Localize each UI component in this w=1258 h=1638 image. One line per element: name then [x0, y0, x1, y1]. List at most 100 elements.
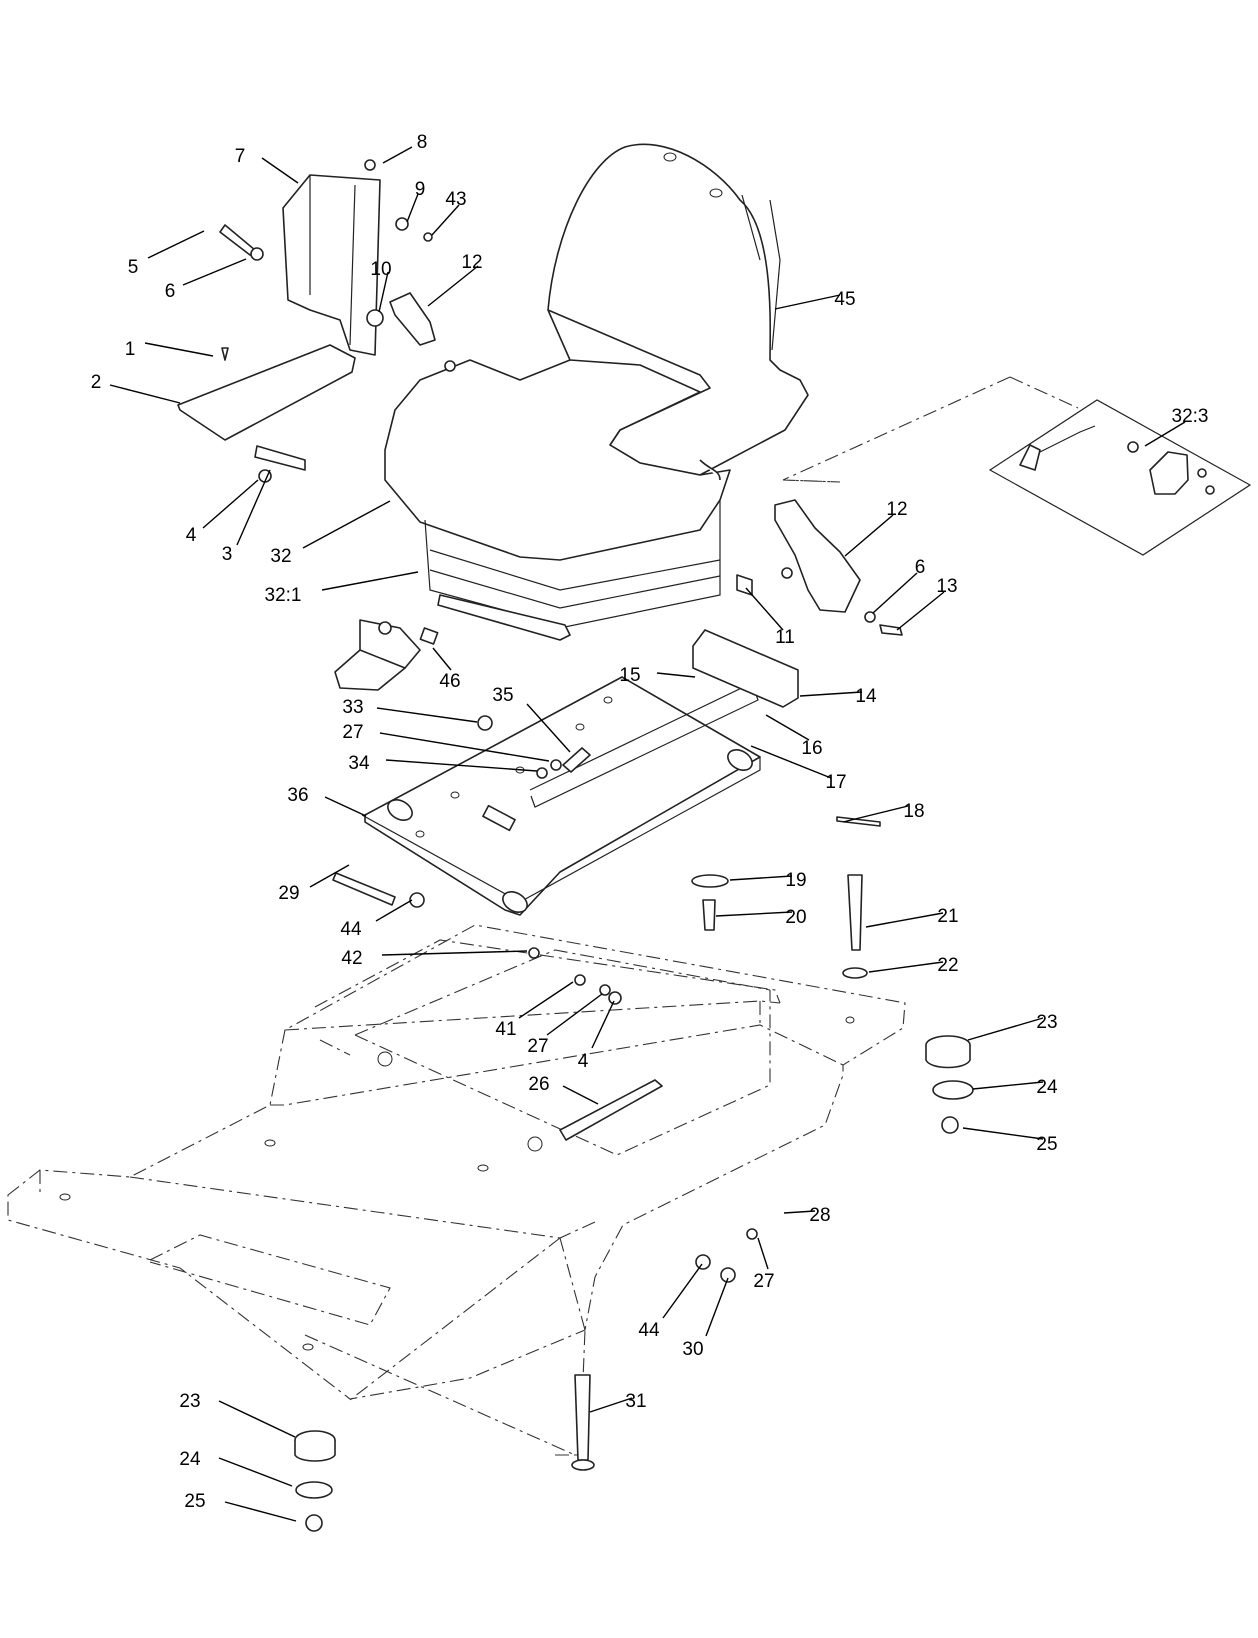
callout-10: 10 [370, 259, 392, 313]
leader-line [379, 732, 550, 762]
callout-label: 22 [937, 955, 958, 976]
leader-line [147, 230, 205, 259]
leader-line [302, 500, 391, 549]
leader-line [385, 759, 538, 772]
callout-label: 45 [834, 289, 855, 310]
callout-label: 6 [915, 557, 926, 578]
leader-line [591, 1000, 615, 1049]
callout-46: 46 [432, 647, 461, 692]
leader-line [518, 981, 574, 1019]
leader-line [896, 591, 945, 631]
callout-label: 4 [578, 1051, 589, 1072]
callout-label: 9 [415, 179, 426, 200]
callout-label: 32 [270, 546, 291, 567]
callout-label: 44 [638, 1320, 660, 1341]
callout-3: 3 [222, 469, 271, 565]
leader-line [526, 703, 571, 753]
callout-29: 29 [278, 864, 350, 904]
leader-line [844, 514, 894, 557]
callout-label: 3 [222, 544, 233, 565]
callout-label: 8 [417, 132, 428, 153]
callout-label: 42 [341, 948, 362, 969]
isolator-right [925, 1035, 974, 1134]
callout-label: 17 [825, 772, 846, 793]
callout-23: 23 [179, 1391, 296, 1438]
callout-15: 15 [619, 665, 696, 686]
leader-line [376, 707, 478, 723]
leader-line [774, 294, 841, 310]
leader-line [842, 805, 909, 823]
callout-label: 28 [809, 1205, 830, 1226]
seatbelt-right [736, 499, 903, 636]
callout-27: 27 [527, 993, 603, 1057]
callout-label: 24 [1036, 1077, 1058, 1098]
leader-line [962, 1127, 1044, 1140]
leader-line [309, 864, 350, 888]
callout-27: 27 [753, 1237, 775, 1292]
callout-42: 42 [341, 948, 528, 969]
leader-line [750, 745, 832, 779]
callout-32-3: 32:3 [1144, 406, 1209, 447]
leader-line [236, 469, 271, 546]
callout-label: 5 [128, 257, 139, 278]
callout-26: 26 [528, 1074, 599, 1105]
leader-line [218, 1457, 293, 1487]
callout-17: 17 [750, 745, 847, 793]
callout-35: 35 [492, 685, 571, 753]
callout-label: 23 [179, 1391, 200, 1412]
callout-19: 19 [729, 870, 807, 891]
leader-line [382, 146, 413, 164]
callout-45: 45 [774, 289, 856, 310]
callout-label: 43 [445, 189, 466, 210]
leader-line [799, 691, 863, 697]
leader-line [224, 1501, 297, 1522]
callout-36: 36 [287, 785, 367, 817]
callout-label: 13 [936, 576, 957, 597]
callout-label: 26 [528, 1074, 549, 1095]
callout-label: 11 [775, 627, 795, 648]
callout-12: 12 [844, 499, 908, 557]
leader-line [783, 1210, 816, 1214]
callout-label: 6 [165, 281, 176, 302]
callout-6: 6 [872, 557, 926, 614]
callout-label: 24 [179, 1449, 201, 1470]
leader-line [375, 899, 413, 922]
callout-24: 24 [972, 1077, 1058, 1098]
callout-label: 41 [495, 1019, 516, 1040]
callout-label: 27 [527, 1036, 548, 1057]
callout-label: 27 [753, 1271, 774, 1292]
callout-31: 31 [589, 1391, 647, 1413]
callout-label: 32:3 [1172, 406, 1209, 427]
leader-line [432, 647, 452, 671]
leader-line [109, 384, 181, 404]
seatbelt-bracket [219, 159, 456, 372]
leader-line [1144, 421, 1186, 447]
callout-label: 1 [125, 339, 136, 360]
callout-label: 2 [91, 372, 102, 393]
callout-4: 4 [578, 1000, 615, 1072]
callout-label: 32:1 [265, 585, 302, 606]
callout-13: 13 [896, 576, 958, 631]
callout-label: 29 [278, 883, 299, 904]
callout-8: 8 [382, 132, 428, 164]
callout-43: 43 [431, 189, 467, 236]
callout-32: 32 [270, 500, 391, 567]
armrest-switch-inset [782, 376, 1252, 556]
leader-line [757, 1237, 769, 1270]
mounting-plate-left [177, 344, 356, 483]
leader-line [729, 875, 793, 881]
leader-line [865, 912, 944, 928]
leader-line [261, 157, 299, 184]
callout-label: 4 [186, 525, 197, 546]
callout-1: 1 [125, 339, 214, 360]
callout-label: 12 [461, 252, 482, 273]
operator-seat [384, 143, 809, 641]
callout-11: 11 [745, 587, 795, 648]
leader-line [381, 950, 528, 956]
callout-12: 12 [427, 252, 483, 307]
callout-label: 30 [682, 1339, 703, 1360]
callout-6: 6 [165, 258, 247, 302]
callout-21: 21 [865, 906, 959, 928]
